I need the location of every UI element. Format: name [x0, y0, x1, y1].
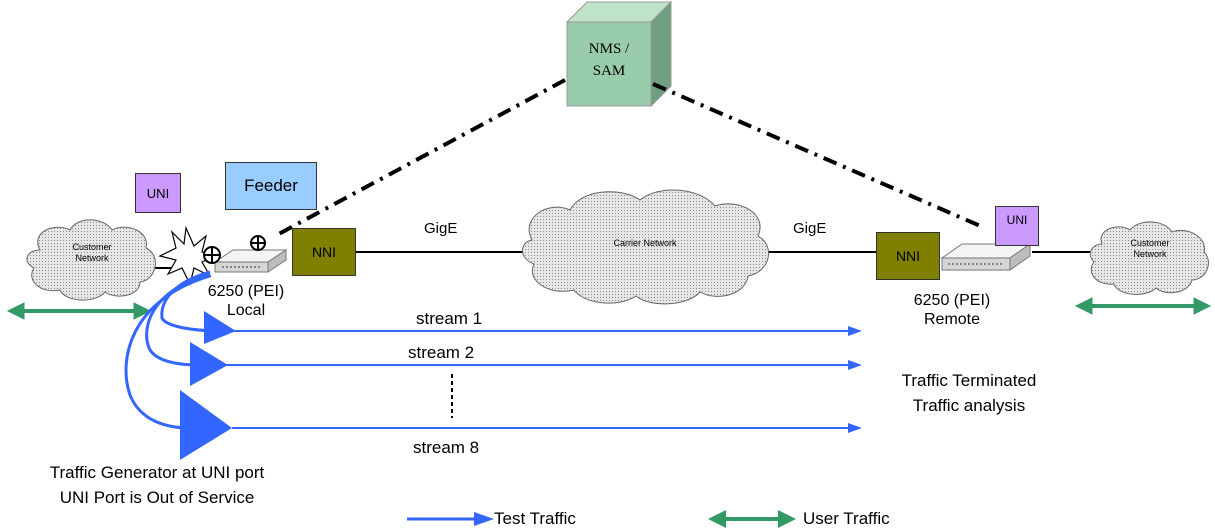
- stream-1-arrowhead: [848, 326, 862, 336]
- nms-label: NMS / SAM: [567, 38, 651, 82]
- customer-network-right-line2: Network: [1133, 249, 1167, 259]
- device-local-label: 6250 (PEI) Local: [196, 282, 296, 320]
- uni-box-left[interactable]: UNI: [135, 173, 181, 213]
- user-traffic-arrow-left: [6, 302, 152, 320]
- stream-2-arrowhead: [848, 360, 862, 370]
- gige-right-label: GigE: [793, 220, 827, 237]
- nni-box-left-label: NNI: [311, 244, 337, 260]
- carrier-network-label: Carrier Network: [613, 238, 677, 248]
- traffic-generator-line2: UNI Port is Out of Service: [59, 488, 255, 507]
- nms-box[interactable]: [565, 0, 673, 108]
- uni-box-right[interactable]: UNI: [995, 206, 1039, 246]
- uni-box-right-label: UNI: [1006, 213, 1028, 227]
- traffic-generator-label: Traffic Generator at UNI port UNI Port i…: [28, 460, 286, 510]
- stream-2-label: stream 2: [408, 343, 475, 362]
- customer-network-right-label: Customer Network: [1114, 238, 1186, 260]
- mgmt-link-left: [274, 78, 566, 238]
- test-traffic-generator-curves: [124, 270, 216, 430]
- device-remote-label: 6250 (PEI) Remote: [902, 291, 1002, 329]
- uni-box-left-label: UNI: [146, 185, 170, 201]
- gige-left-label: GigE: [424, 220, 458, 237]
- stream-8-label: stream 8: [413, 438, 480, 457]
- legend-user-traffic-label: User Traffic: [803, 509, 890, 528]
- device-local-line1: 6250 (PEI): [207, 283, 285, 300]
- user-traffic-arrow-right: [1074, 297, 1212, 315]
- traffic-generator-line1: Traffic Generator at UNI port: [49, 463, 265, 482]
- stream-1-label: stream 1: [416, 309, 483, 328]
- feeder-box-label: Feeder: [244, 176, 298, 195]
- feeder-port-icon[interactable]: [250, 235, 266, 251]
- carrier-network-cloud: [522, 189, 769, 305]
- test-traffic-arrowheads: [180, 311, 236, 460]
- traffic-terminated-label: Traffic Terminated Traffic analysis: [864, 368, 1074, 418]
- device-6250-local[interactable]: [213, 249, 288, 273]
- nms-label-line1: NMS /: [588, 41, 630, 57]
- customer-network-left-line2: Network: [75, 253, 109, 263]
- customer-network-left-cloud: [26, 219, 156, 301]
- traffic-terminated-line1: Traffic Terminated: [901, 371, 1037, 390]
- feeder-box[interactable]: Feeder: [225, 162, 317, 210]
- nni-box-right-label: NNI: [895, 248, 921, 264]
- customer-network-right-cloud: [1089, 221, 1209, 295]
- traffic-analysis-line2: Traffic analysis: [912, 396, 1026, 415]
- device-remote-line1: 6250 (PEI): [913, 292, 991, 309]
- device-remote-line2: Remote: [923, 311, 981, 328]
- device-6250-remote[interactable]: [940, 243, 1032, 271]
- device-local-line2: Local: [226, 302, 266, 319]
- stream-8-arrowhead: [848, 423, 862, 433]
- legend-test-traffic-arrow: [407, 512, 494, 526]
- nni-box-right[interactable]: NNI: [876, 232, 940, 280]
- uni-port-icon[interactable]: [203, 246, 221, 264]
- nni-box-left[interactable]: NNI: [292, 228, 356, 276]
- legend-test-traffic-label: Test Traffic: [494, 509, 576, 528]
- customer-network-left-line1: Customer: [72, 242, 112, 252]
- customer-network-left-label: Customer Network: [56, 242, 128, 264]
- nms-label-line2: SAM: [592, 63, 626, 79]
- legend-user-traffic-arrow: [708, 510, 796, 528]
- mgmt-link-right: [652, 82, 986, 230]
- customer-network-right-line1: Customer: [1130, 238, 1170, 248]
